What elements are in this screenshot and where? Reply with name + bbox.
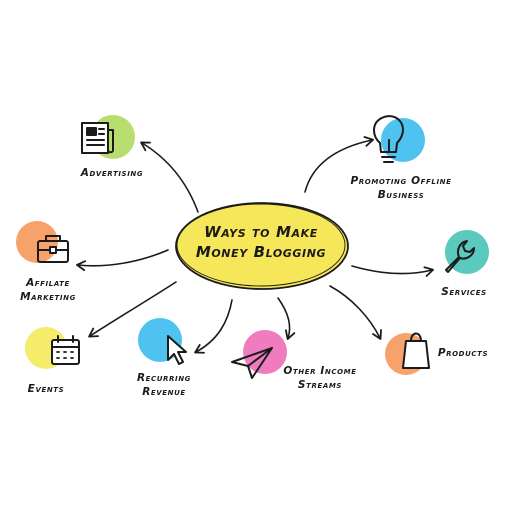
recurring-label-line2: Revenue [142,386,186,398]
arrow-to-events [88,281,177,338]
affiliate-label: Affilate Marketing [4,276,92,304]
arrow-to-promoting [304,136,374,193]
recurring-label: Recurring Revenue [118,371,210,399]
recurring-label-line1: Recurring [136,372,192,384]
services-label-line1: Services [441,286,487,298]
affiliate-label-line1: Affilate [26,277,70,289]
arrow-to-services [351,265,434,277]
center-ellipse [175,202,349,290]
other-blob [243,330,287,374]
arrow-to-recurring [194,299,233,354]
center-title-line1: Ways to Make [204,223,318,241]
promoting-label-line1: Promoting Offline [350,175,452,187]
calendar-icon [51,335,80,365]
affiliate-label-line2: Marketing [20,291,76,303]
arrow-to-affiliate [75,249,169,272]
center-ellipse-sketch [176,203,346,287]
advertising-label-line1: Advertising [80,167,144,179]
services-label: Services [422,285,506,299]
other-label-line1: Other Income [283,365,357,377]
lightbulb-icon [373,115,404,163]
advertising-label: Advertising [62,166,162,180]
newspaper-icon [81,122,114,154]
promoting-label-line2: Business [377,189,425,201]
products-label-line1: Products [437,347,489,359]
affiliate-blob [16,221,58,263]
center-title-line2: Money Blogging [195,243,327,261]
center-title: Ways to Make Money Blogging [176,222,346,262]
events-label-line1: Events [27,383,65,395]
briefcase-icon [37,235,69,263]
products-label: Products [418,346,508,360]
arrow-to-products [329,285,382,340]
shopping-bag-icon [402,332,430,369]
cursor-icon [167,335,187,365]
events-label: Events [8,382,84,396]
other-label-line2: Streams [297,379,343,391]
other-label: Other Income Streams [264,364,376,392]
paper-plane-icon [231,347,273,379]
wrench-icon [445,240,475,273]
arrow-to-other [277,297,296,340]
promoting-label: Promoting Offline Business [330,174,472,202]
arrow-to-advertising [140,141,199,213]
